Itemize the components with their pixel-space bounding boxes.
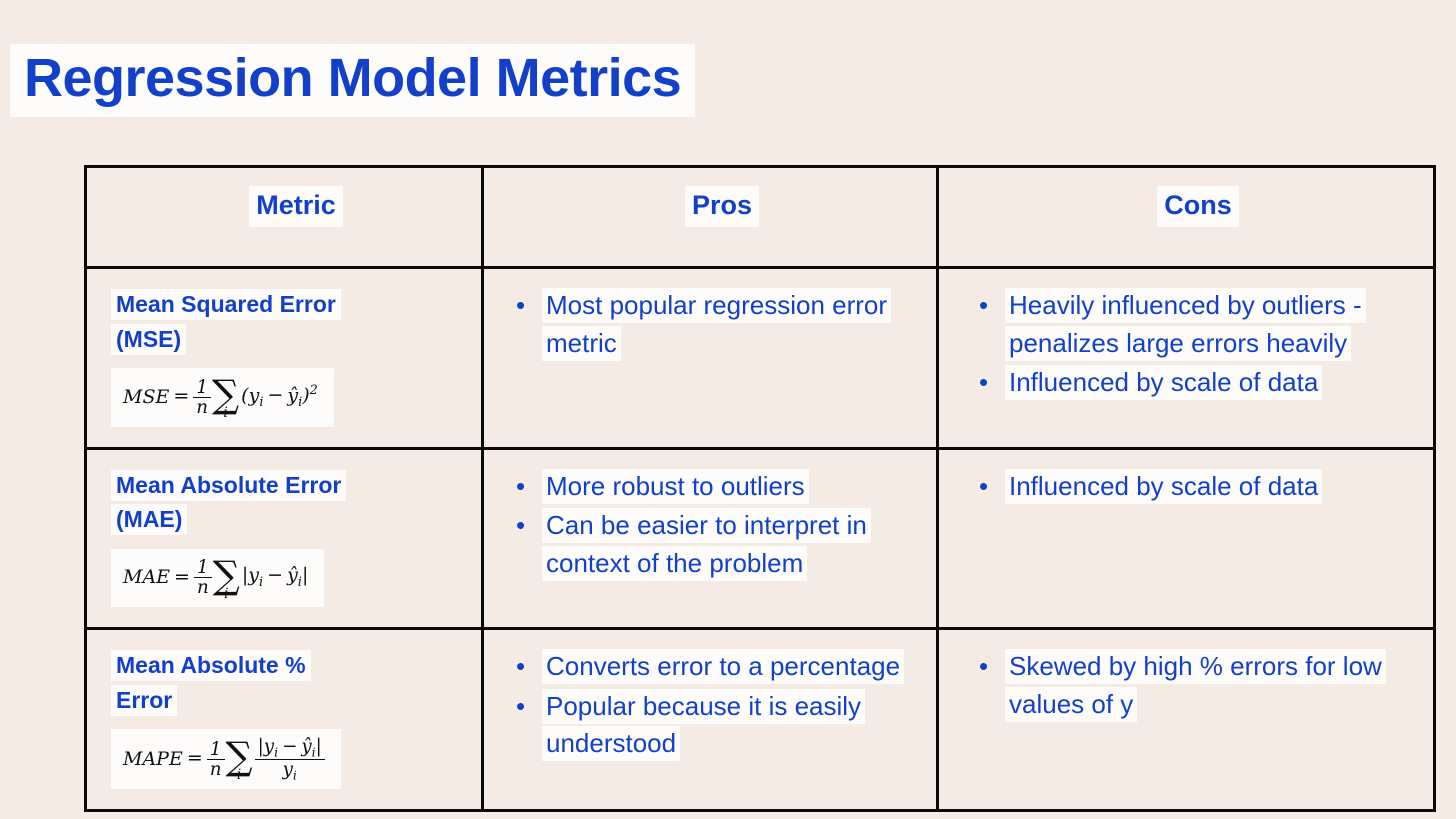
pros-cell-mae: More robust to outliers Can be easier to… xyxy=(481,446,939,630)
list-item: Influenced by scale of data xyxy=(975,468,1423,506)
metrics-comparison-table: Metric Pros Cons Mean Squared Error (MSE… xyxy=(84,165,1436,813)
metric-name-mae-line2: (MAE) xyxy=(111,504,188,535)
metric-name-mse-line1: Mean Squared Error xyxy=(111,289,341,320)
table-header-row: Metric Pros Cons xyxy=(84,165,1436,269)
metric-name-mae: Mean Absolute Error (MAE) xyxy=(111,468,467,537)
list-item: Influenced by scale of data xyxy=(975,364,1423,402)
cons-cell-mse: Heavily influenced by outliers - penaliz… xyxy=(936,266,1436,450)
column-header-cons-label: Cons xyxy=(1157,186,1239,227)
list-item: Skewed by high % errors for low values o… xyxy=(975,648,1423,723)
metric-name-mape-line2: Error xyxy=(111,684,178,716)
pros-cell-mse: Most popular regression error metric xyxy=(481,266,939,450)
pros-list-mse: Most popular regression error metric xyxy=(512,287,926,362)
formula-mape-ratio-numerator: |yi−ŷi| xyxy=(257,736,322,760)
metric-name-mape-line1: Mean Absolute % xyxy=(111,650,311,681)
pros-list-mae: More robust to outliers Can be easier to… xyxy=(512,468,926,583)
page-title: Regression Model Metrics xyxy=(10,44,696,117)
formula-mae-lhs: MAE xyxy=(123,566,171,589)
formula-mape-lhs: MAPE xyxy=(123,747,183,770)
column-header-pros-label: Pros xyxy=(684,186,760,227)
metric-name-mae-line1: Mean Absolute Error xyxy=(111,469,347,501)
list-item: More robust to outliers xyxy=(512,468,926,506)
summation-icon: ∑i xyxy=(212,372,240,422)
page-title-text: Regression Model Metrics xyxy=(24,48,682,108)
formula-mse-numerator: 1 xyxy=(196,376,208,398)
metric-name-mape: Mean Absolute % Error xyxy=(111,648,467,717)
list-item: Can be easier to interpret in context of… xyxy=(512,507,926,582)
list-item: Heavily influenced by outliers - penaliz… xyxy=(975,287,1423,362)
formula-mape-ratio-denominator: yi xyxy=(254,758,325,782)
column-header-cons: Cons xyxy=(936,165,1436,269)
summation-icon: ∑i xyxy=(225,733,253,784)
column-header-pros: Pros xyxy=(481,165,939,269)
metric-name-mse-line2: (MSE) xyxy=(111,323,187,355)
cons-cell-mape: Skewed by high % errors for low values o… xyxy=(936,626,1436,813)
formula-mse-lhs: MSE xyxy=(123,385,170,408)
column-header-metric-label: Metric xyxy=(249,186,343,227)
formula-mae-denominator: n xyxy=(193,577,212,597)
cons-list-mape: Skewed by high % errors for low values o… xyxy=(975,648,1423,723)
formula-mae-body: |yi−ŷi| xyxy=(241,563,309,590)
formula-mape-equals: = xyxy=(186,747,203,770)
metric-name-mse: Mean Squared Error (MSE) xyxy=(111,287,467,356)
pros-list-mape: Converts error to a percentage Popular b… xyxy=(512,648,926,763)
list-item: Converts error to a percentage xyxy=(512,648,926,686)
column-header-metric: Metric xyxy=(84,165,484,269)
formula-mse-denominator: n xyxy=(193,396,212,417)
formula-mse-body: (yi−ŷi)2 xyxy=(241,382,318,410)
formula-mape-ratio: |yi−ŷi|yi xyxy=(254,736,325,782)
summation-icon: ∑i xyxy=(212,552,240,602)
pros-cell-mape: Converts error to a percentage Popular b… xyxy=(481,626,939,813)
formula-mae-numerator: 1 xyxy=(197,557,209,579)
list-item: Most popular regression error metric xyxy=(512,287,926,362)
formula-mse-equals: = xyxy=(173,385,190,408)
list-item: Popular because it is easily understood xyxy=(512,688,926,763)
cons-list-mae: Influenced by scale of data xyxy=(975,468,1423,506)
cons-list-mse: Heavily influenced by outliers - penaliz… xyxy=(975,287,1423,402)
formula-mae-equals: = xyxy=(174,565,190,588)
cons-cell-mae: Influenced by scale of data xyxy=(936,446,1436,630)
